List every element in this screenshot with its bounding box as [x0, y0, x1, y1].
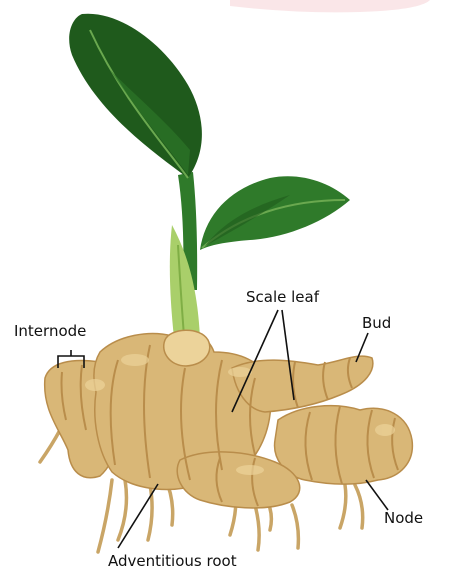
highlight-4: [375, 424, 395, 436]
rhizome-top-knob: [164, 330, 210, 366]
root-9: [292, 505, 298, 548]
label-internode: Internode: [14, 322, 86, 340]
label-scale-leaf: Scale leaf: [246, 288, 320, 306]
label-adventitious-root: Adventitious root: [108, 552, 237, 570]
root-3: [118, 480, 126, 540]
top-smudge: [230, 0, 430, 12]
rhizome: [45, 330, 413, 508]
root-11: [355, 485, 363, 528]
highlight-2: [121, 354, 149, 366]
right-leaf: [200, 176, 350, 250]
highlight-5: [236, 465, 264, 475]
root-2: [98, 480, 112, 552]
root-1: [40, 430, 60, 462]
root-10: [340, 485, 346, 528]
label-bud: Bud: [362, 314, 391, 332]
node-line: [366, 480, 388, 510]
label-node: Node: [384, 509, 423, 527]
highlight-1: [85, 379, 105, 391]
